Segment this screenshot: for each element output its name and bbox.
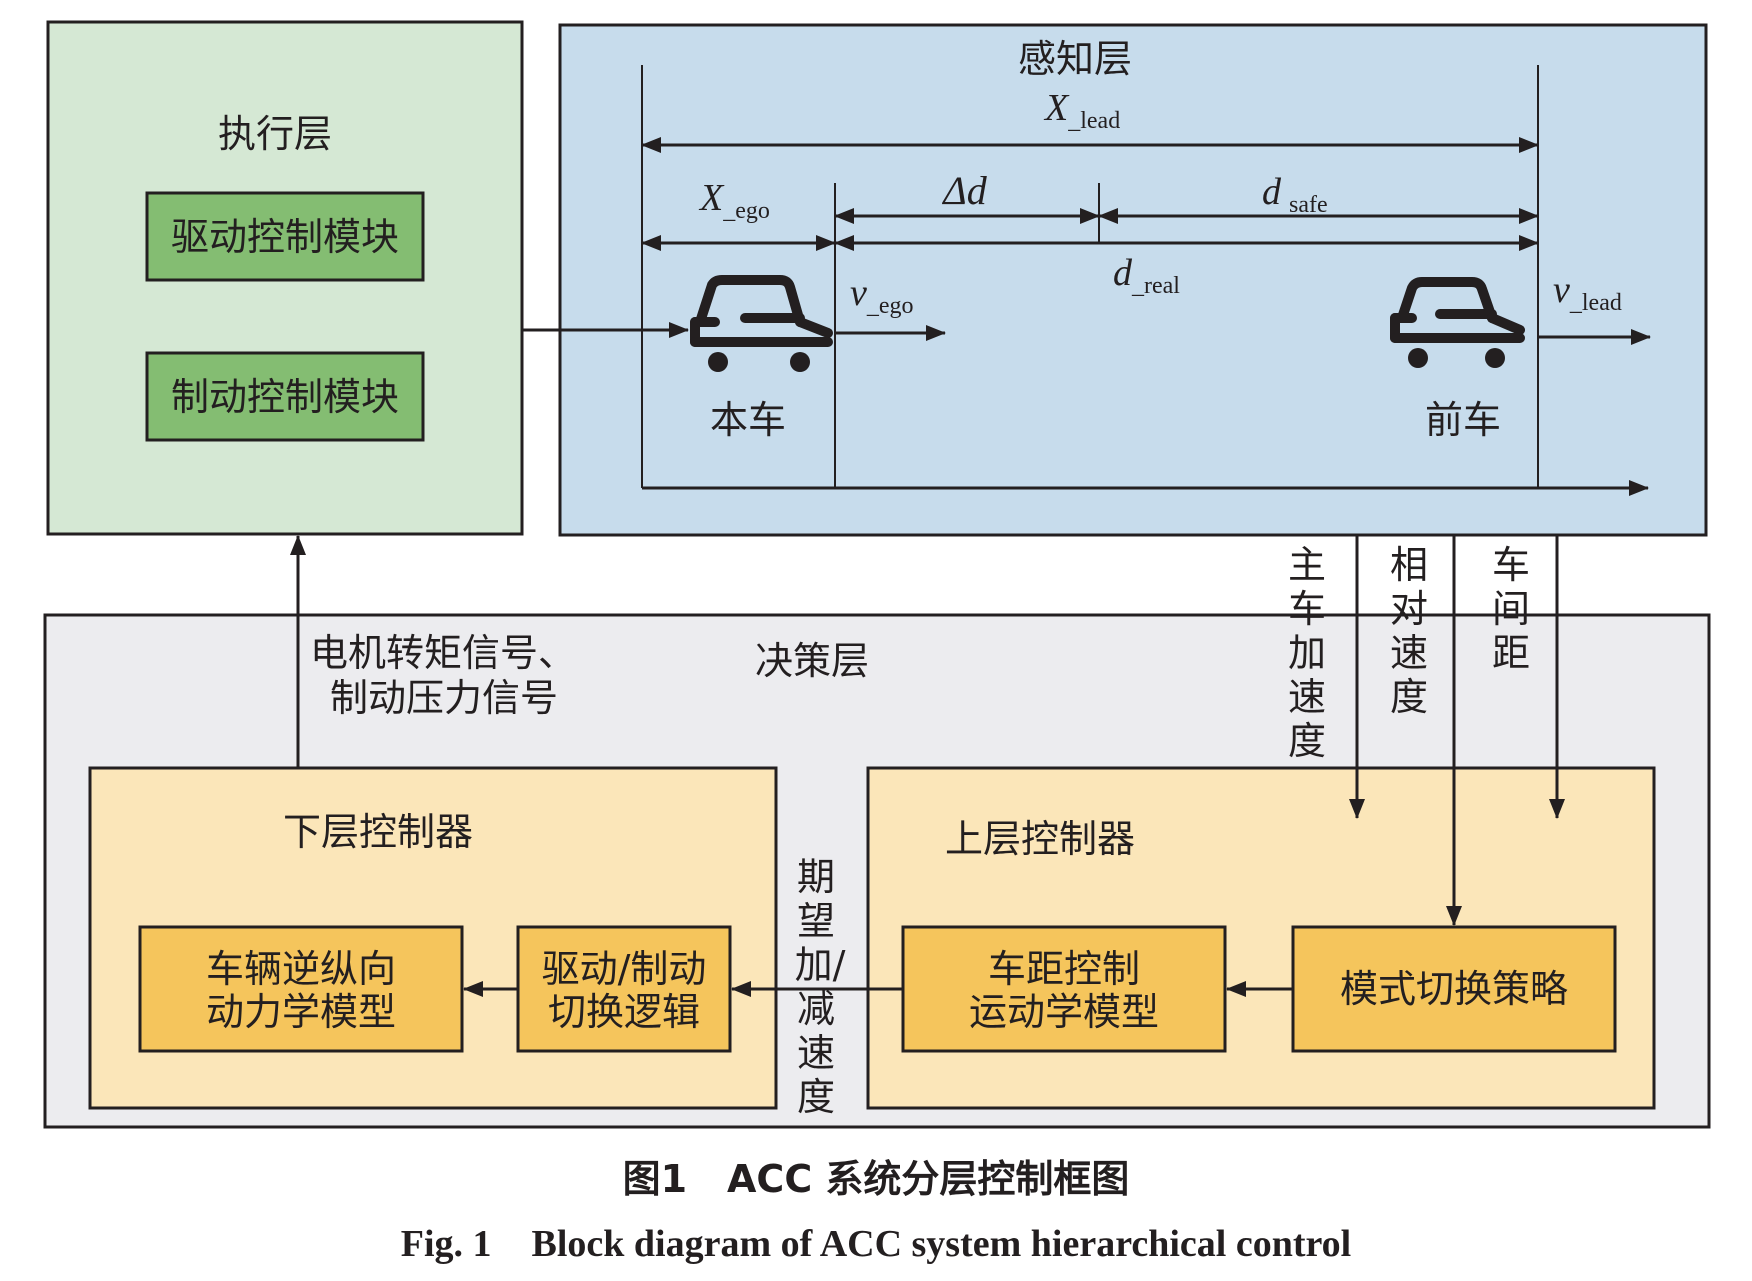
svg-text:主: 主 — [1288, 543, 1326, 587]
lead-car-icon — [1390, 277, 1525, 368]
gap-kinematics-block — [901, 925, 1227, 1053]
svg-text:加/: 加/ — [795, 943, 846, 987]
svg-text:望: 望 — [797, 899, 835, 943]
sense-layer-title: 感知层 — [1018, 37, 1132, 81]
svg-text:速: 速 — [1390, 631, 1428, 675]
upper-controller-title: 上层控制器 — [945, 817, 1135, 861]
v-lead-subscript: _lead — [1569, 290, 1622, 316]
svg-text:速: 速 — [797, 1031, 835, 1075]
torque-signal-label-line1: 电机转矩信号、 — [310, 631, 576, 675]
v-ego-label: v_ego — [850, 272, 914, 319]
d-safe-subscript: safe — [1289, 192, 1328, 218]
svg-text:相: 相 — [1390, 543, 1428, 587]
ego-accel-signal-label: 主 车 加 速 度 — [1288, 543, 1326, 763]
svg-text:车: 车 — [1492, 543, 1530, 587]
rel-speed-signal-label: 相 对 速 度 — [1390, 543, 1428, 719]
svg-text:对: 对 — [1390, 587, 1428, 631]
lead-car-label: 前车 — [1425, 398, 1501, 442]
desired-accel-label: 期 望 加/ 减 速 度 — [795, 855, 846, 1119]
caption-zh-text: ACC 系统分层控制框图 — [727, 1157, 1129, 1201]
v-ego-subscript: _ego — [866, 293, 914, 319]
brake-control-module-label: 制动控制模块 — [171, 375, 399, 419]
decision-layer-title: 决策层 — [755, 639, 869, 683]
drive-control-module-label: 驱动控制模块 — [171, 215, 399, 259]
caption-en: Fig. 1 Block diagram of ACC system hierar… — [401, 1223, 1352, 1265]
svg-text:间: 间 — [1492, 587, 1530, 631]
svg-text:度: 度 — [1390, 675, 1428, 719]
inverse-dynamics-block — [138, 925, 464, 1053]
svg-text:度: 度 — [1288, 719, 1326, 763]
x-lead-label: X_lead — [1043, 87, 1120, 134]
ego-car-label: 本车 — [710, 398, 786, 442]
drive-brake-switch-line2: 切换逻辑 — [548, 990, 700, 1034]
x-ego-label: X_ego — [698, 177, 770, 224]
svg-text:速: 速 — [1288, 675, 1326, 719]
drive-brake-switch-block — [516, 925, 732, 1053]
gap-kinematics-line1: 车距控制 — [988, 947, 1140, 991]
gap-kinematics-line2: 运动学模型 — [969, 990, 1159, 1034]
inverse-dynamics-line2: 动力学模型 — [206, 990, 396, 1034]
svg-text:车: 车 — [1288, 587, 1326, 631]
mode-switch-block — [1291, 925, 1617, 1053]
brake-control-module — [145, 351, 425, 442]
drive-control-module — [145, 191, 425, 282]
torque-signal-label-line2: 制动压力信号 — [330, 676, 558, 720]
ego-car-icon — [690, 275, 833, 372]
x-lead-subscript: _lead — [1067, 108, 1120, 134]
lower-controller-title: 下层控制器 — [283, 810, 473, 854]
v-lead-label: v_lead — [1553, 269, 1622, 316]
drive-brake-switch-line1: 驱动/制动 — [542, 947, 707, 991]
d-real-label: d_real — [1113, 252, 1180, 299]
gap-signal-label: 车 间 距 — [1492, 543, 1530, 675]
svg-text:期: 期 — [797, 855, 835, 899]
caption-zh: 图1 ACC 系统分层控制框图 — [623, 1157, 1130, 1201]
d-real-subscript: _real — [1131, 273, 1180, 299]
svg-text:减: 减 — [797, 987, 835, 1031]
inverse-dynamics-line1: 车辆逆纵向 — [206, 947, 396, 991]
caption-en-number: Fig. 1 — [401, 1223, 492, 1265]
svg-text:距: 距 — [1492, 631, 1530, 675]
caption-en-text: Block diagram of ACC system hierarchical… — [532, 1223, 1352, 1265]
mode-switch-label: 模式切换策略 — [1340, 967, 1568, 1011]
caption-zh-number: 图1 — [623, 1157, 687, 1201]
svg-text:加: 加 — [1288, 631, 1326, 675]
svg-text:度: 度 — [797, 1075, 835, 1119]
exec-layer-title: 执行层 — [218, 112, 332, 156]
delta-d-label: Δd — [941, 168, 987, 213]
x-ego-subscript: _ego — [722, 198, 770, 224]
